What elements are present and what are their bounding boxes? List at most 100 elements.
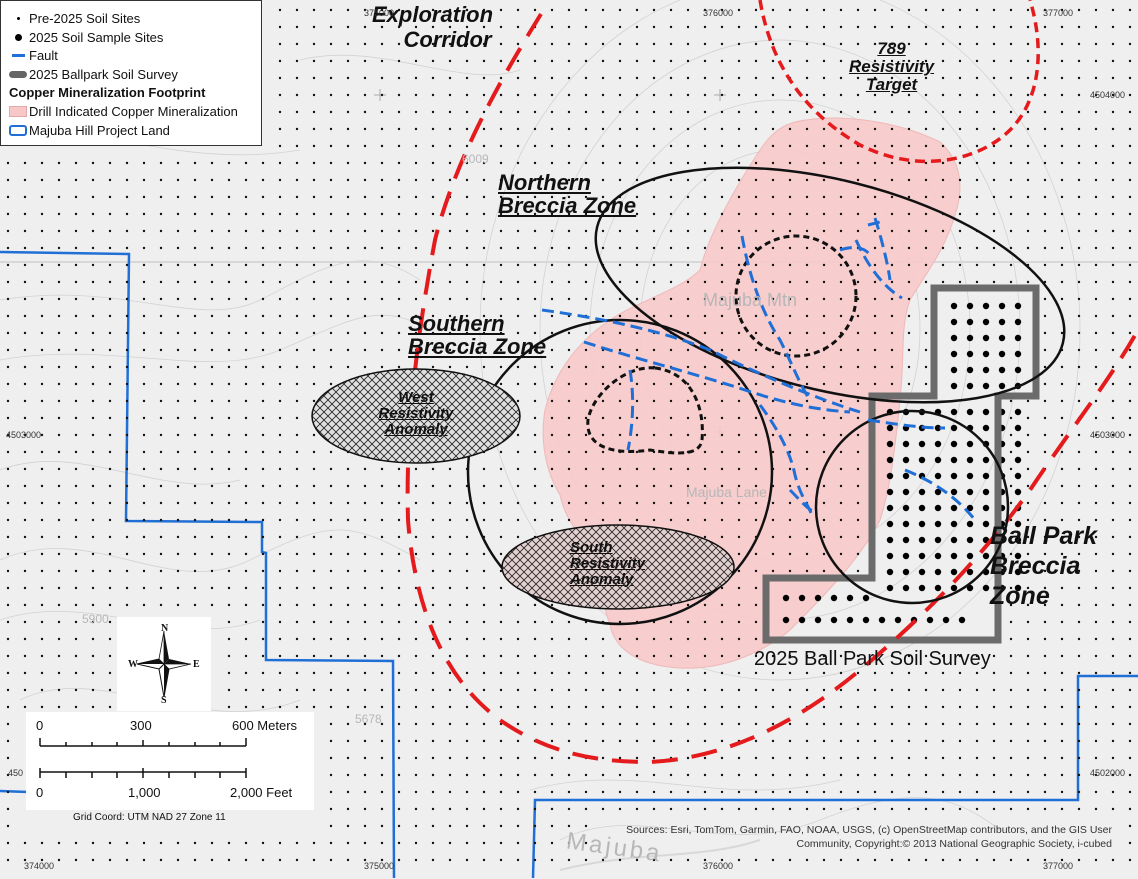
pre-2025-soil-site [686,501,690,505]
pre-2025-soil-site [1026,59,1030,63]
pre-2025-soil-site [737,246,741,250]
pre-2025-soil-site [805,450,809,454]
pre-2025-soil-site [431,93,435,97]
pre-2025-soil-site [414,178,418,182]
pre-2025-soil-site [414,722,418,726]
pre-2025-soil-site [414,93,418,97]
pre-2025-soil-site [1043,127,1047,131]
2025-soil-sample-site [886,584,894,592]
pre-2025-soil-site [567,280,571,284]
pre-2025-soil-site [108,858,112,862]
pre-2025-soil-site [975,671,979,675]
blue-outline-icon [9,124,27,136]
pre-2025-soil-site [720,76,724,80]
pre-2025-soil-site [448,620,452,624]
pre-2025-soil-site [125,297,129,301]
pre-2025-soil-site [788,365,792,369]
pre-2025-soil-site [278,705,282,709]
pre-2025-soil-site [227,195,231,199]
pre-2025-soil-site [550,382,554,386]
pre-2025-soil-site [584,127,588,131]
majuba-mtn-label: Majuba Mtn [703,290,798,310]
pre-2025-soil-site [1128,739,1132,743]
pre-2025-soil-site [1043,722,1047,726]
pre-2025-soil-site [754,450,758,454]
pre-2025-soil-site [482,314,486,318]
pre-2025-soil-site [91,671,95,675]
pre-2025-soil-site [40,382,44,386]
pre-2025-soil-site [873,348,877,352]
pre-2025-soil-site [516,161,520,165]
pre-2025-soil-site [754,212,758,216]
pre-2025-soil-site [363,297,367,301]
pre-2025-soil-site [533,620,537,624]
2025-soil-sample-site [982,520,990,528]
pre-2025-soil-site [397,569,401,573]
pre-2025-soil-site [363,603,367,607]
pre-2025-soil-site [278,586,282,590]
pre-2025-soil-site [414,688,418,692]
pre-2025-soil-site [1128,637,1132,641]
pre-2025-soil-site [584,382,588,386]
pre-2025-soil-site [278,178,282,182]
pre-2025-soil-site [346,280,350,284]
pre-2025-soil-site [601,42,605,46]
pre-2025-soil-site [193,229,197,233]
pre-2025-soil-site [482,671,486,675]
pre-2025-soil-site [142,280,146,284]
pre-2025-soil-site [448,59,452,63]
pre-2025-soil-site [1077,722,1081,726]
pre-2025-soil-site [805,739,809,743]
pre-2025-soil-site [788,807,792,811]
pre-2025-soil-site [329,178,333,182]
pre-2025-soil-site [397,93,401,97]
pre-2025-soil-site [669,790,673,794]
pre-2025-soil-site [720,246,724,250]
pre-2025-soil-site [312,518,316,522]
ballpark-breccia-zone [814,409,1010,605]
pre-2025-soil-site [1077,654,1081,658]
pre-2025-soil-site [907,314,911,318]
pre-2025-soil-site [1094,858,1098,862]
pre-2025-soil-site [839,705,843,709]
pre-2025-soil-site [40,263,44,267]
pre-2025-soil-site [907,212,911,216]
2025-soil-sample-site [1014,520,1022,528]
pre-2025-soil-site [40,178,44,182]
pre-2025-soil-site [295,433,299,437]
pre-2025-soil-site [1026,212,1030,216]
pre-2025-soil-site [448,127,452,131]
pre-2025-soil-site [57,195,61,199]
blue-line-icon [11,53,25,57]
2025-soil-sample-site [982,408,990,416]
pre-2025-soil-site [703,773,707,777]
pre-2025-soil-site [822,93,826,97]
pre-2025-soil-site [431,654,435,658]
pre-2025-soil-site [737,93,741,97]
pre-2025-soil-site [499,637,503,641]
pre-2025-soil-site [754,314,758,318]
pre-2025-soil-site [482,756,486,760]
pre-2025-soil-site [907,25,911,29]
pre-2025-soil-site [482,280,486,284]
pre-2025-soil-site [1009,280,1013,284]
pre-2025-soil-site [108,518,112,522]
pre-2025-soil-site [992,858,996,862]
pre-2025-soil-site [958,671,962,675]
pre-2025-soil-site [856,705,860,709]
pre-2025-soil-site [754,518,758,522]
pre-2025-soil-site [958,654,962,658]
pre-2025-soil-site [1094,688,1098,692]
2025-soil-sample-site [966,472,974,480]
pre-2025-soil-site [771,399,775,403]
pre-2025-soil-site [686,195,690,199]
pre-2025-soil-site [108,382,112,386]
pre-2025-soil-site [839,59,843,63]
pre-2025-soil-site [601,433,605,437]
scale-meters-0: 0 [36,718,44,733]
pre-2025-soil-site [1009,603,1013,607]
pre-2025-soil-site [1111,348,1115,352]
pre-2025-soil-site [1026,280,1030,284]
pre-2025-soil-site [652,501,656,505]
pre-2025-soil-site [567,144,571,148]
